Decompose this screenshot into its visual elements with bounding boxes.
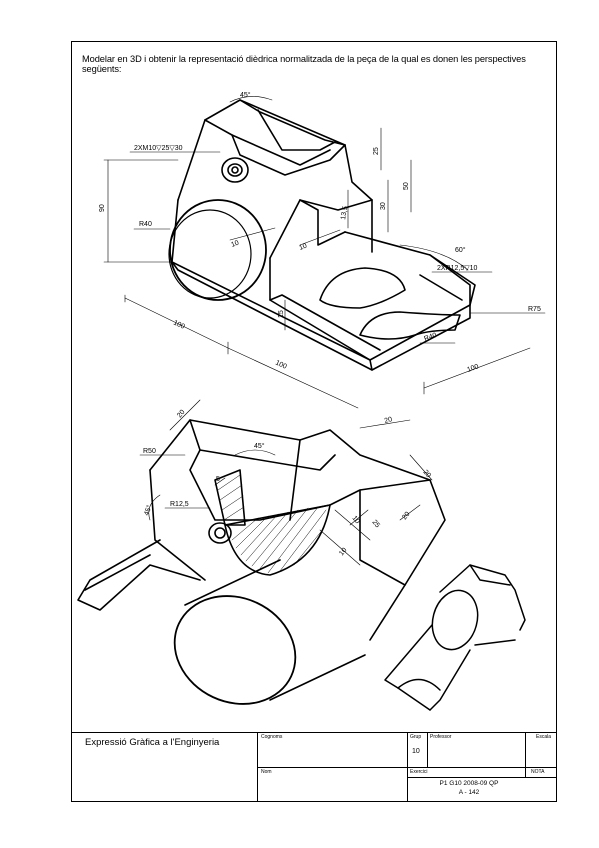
dim-5: 5 (216, 476, 220, 483)
escala-label: Escala (536, 734, 552, 740)
dim-25: 25 (373, 147, 380, 155)
dim-90: 90 (99, 204, 106, 212)
dim-r40-right: R40 (423, 332, 438, 343)
cognoms-label: Cognoms (261, 734, 283, 740)
grup-value: 10 (412, 748, 420, 755)
dim-10-mid: 10 (298, 243, 308, 252)
dim-10-bottom-b: 10 (338, 547, 348, 558)
dim-20-right-mid: 20 (421, 469, 431, 480)
dim-100-right: 100 (466, 363, 479, 374)
dim-20-right-top: 20 (384, 416, 393, 425)
dim-angle-45-left: 45° (142, 504, 153, 517)
dim-50: 50 (403, 182, 410, 190)
exercici-label: Exercici (410, 769, 428, 775)
drawing-sheet-frame (71, 41, 557, 802)
dim-100-left: 100 (172, 319, 186, 330)
nota-label: NOTA (531, 769, 545, 775)
top-dimension-lines (103, 96, 546, 409)
course-title: Expressió Gràfica a l'Enginyeria (85, 737, 220, 748)
dim-r40-left: R40 (139, 221, 152, 228)
dim-10-bottom-a: 10 (350, 515, 360, 526)
bottom-dimension-lines (139, 399, 433, 566)
dim-thread: 2XM10▽25▽30 (134, 145, 183, 152)
dim-20-right: 20 (401, 511, 411, 522)
section-hatching (217, 474, 327, 574)
dim-100-mid: 100 (274, 359, 288, 370)
dim-13-5: 13,5 (340, 206, 349, 221)
nom-label: Nom (261, 769, 272, 775)
dim-angle-45-mid: 45° (254, 442, 265, 450)
dim-10-left: 10 (230, 240, 240, 249)
dim-r50: R50 (143, 448, 156, 455)
small-detail-view (384, 564, 526, 711)
bottom-isometric-view (77, 419, 446, 705)
dim-r75: R75 (528, 306, 541, 313)
dim-30: 30 (380, 202, 387, 210)
professor-label: Professor (430, 734, 452, 740)
dim-angle-top: 45° (240, 91, 251, 99)
exercise-number: A - 142 (458, 789, 480, 796)
exercise-instruction: Modelar en 3D i obtenir la representació… (82, 54, 526, 74)
dim-20-top: 20 (176, 409, 186, 420)
exercise-code: P1 G10 2008-09 QP (439, 780, 499, 787)
dim-25-bottom: 25 (370, 519, 380, 530)
dim-15: 15 (278, 310, 285, 318)
title-block: Expressió Gràfica a l'Enginyeria Cognoms… (71, 732, 557, 802)
grup-label: Grup (410, 734, 422, 740)
dim-slot: 2XR12,5▽10 (437, 265, 478, 272)
dim-angle-60: 60° (455, 246, 466, 254)
dim-r12-5: R12,5 (170, 501, 189, 508)
top-isometric-view (168, 99, 476, 371)
